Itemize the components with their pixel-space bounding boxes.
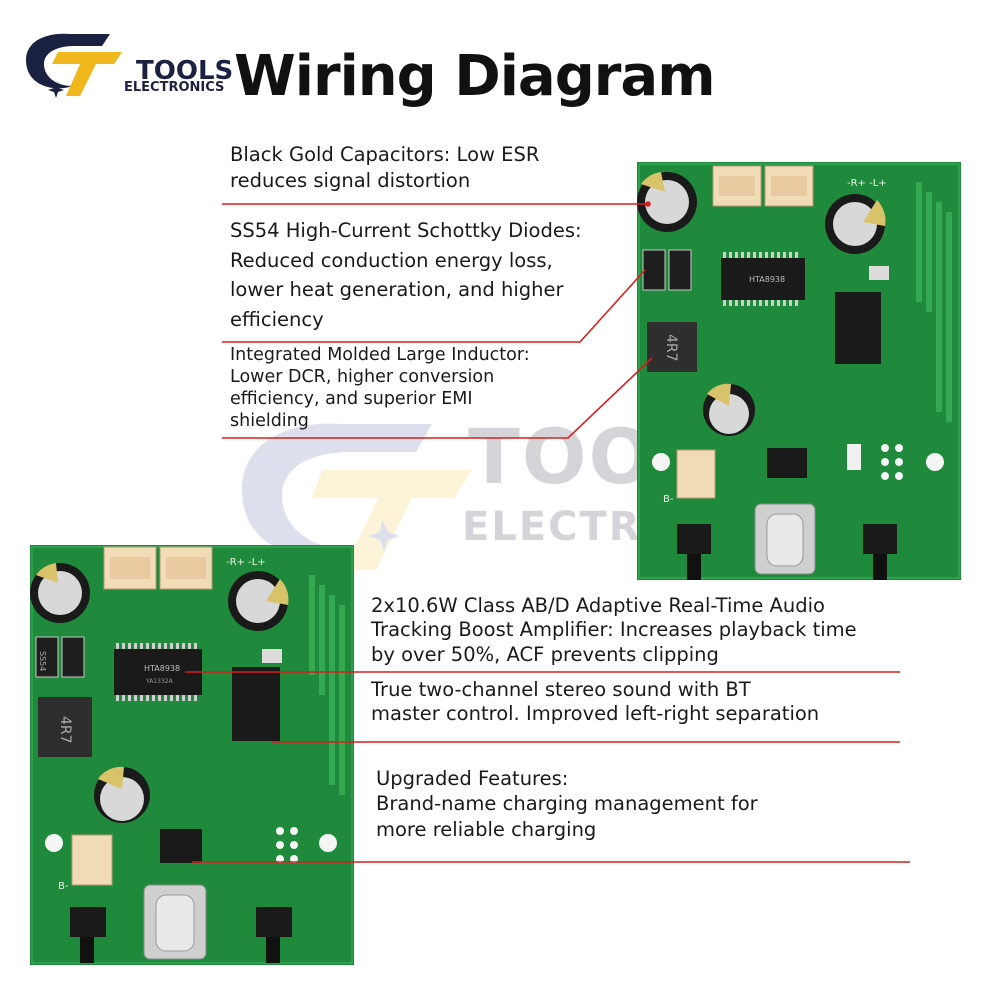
callout-stereo: True two-channel stereo sound with BT ma… [371,678,931,727]
board2-top-label: -R+ -L+ [226,557,266,568]
callout-line: True two-channel stereo sound with BT [371,678,751,701]
page-title: Wiring Diagram [234,44,716,109]
callout-line: Tracking Boost Amplifier: Increases play… [371,618,857,642]
callout-line: Brand-name charging management for [376,792,758,816]
brand-logo-icon [26,33,122,98]
callout-line: Black Gold Capacitors: Low ESR [230,143,540,166]
callout-line: Lower DCR, higher conversion [230,366,495,387]
board1-inductor-label: 4R7 [663,334,679,362]
logo-line1: TOOLS [136,56,234,86]
callout-line: lower heat generation, and higher [230,278,564,302]
callout-line: efficiency, and superior EMI [230,388,473,409]
callout-charging: Upgraded Features: Brand-name charging m… [376,766,936,842]
callout-line: Upgraded Features: [376,767,569,790]
callout-amplifier: 2x10.6W Class AB/D Adaptive Real-Time Au… [371,594,931,667]
callout-line: SS54 High-Current Schottky Diodes: [230,219,582,242]
board1-top-label: -R+ -L+ [847,178,887,189]
pcb-board-top: -R+ -L+ 4R7 HTA8938 B- [637,162,961,580]
logo-line2: ELECTRONICS [124,80,225,95]
callout-inductor: Integrated Molded Large Inductor: Lower … [230,345,610,433]
callout-line: by over 50%, ACF prevents clipping [371,642,719,666]
brand-logo: TOOLS [18,22,248,102]
callout-line: Reduced conduction energy loss, [230,248,553,272]
callout-line: more reliable charging [376,817,597,841]
callout-capacitors: Black Gold Capacitors: Low ESR reduces s… [230,142,650,194]
callout-line: master control. Improved left-right sepa… [371,702,820,726]
callout-line: 2x10.6W Class AB/D Adaptive Real-Time Au… [371,594,825,617]
callout-line: reduces signal distortion [230,168,471,192]
board2-inductor-label: 4R7 [57,716,73,744]
callout-line: Integrated Molded Large Inductor: [230,345,530,365]
board1-amp-chip-label: HTA8938 [749,275,785,284]
pcb-board-bottom: -R+ -L+ SS54 4R7 HTA8938 YA1332A B- [30,545,354,965]
callout-line: shielding [230,410,309,431]
callout-diodes: SS54 High-Current Schottky Diodes: Reduc… [230,216,650,335]
board1-minus-label: B- [663,494,674,505]
callout-line: efficiency [230,307,324,331]
board2-amp-chip-label: HTA8938 [144,664,180,673]
board2-minus-label: B- [58,881,69,892]
board2-diode-label: SS54 [38,651,47,671]
board2-amp-chip-sub: YA1332A [145,678,174,685]
